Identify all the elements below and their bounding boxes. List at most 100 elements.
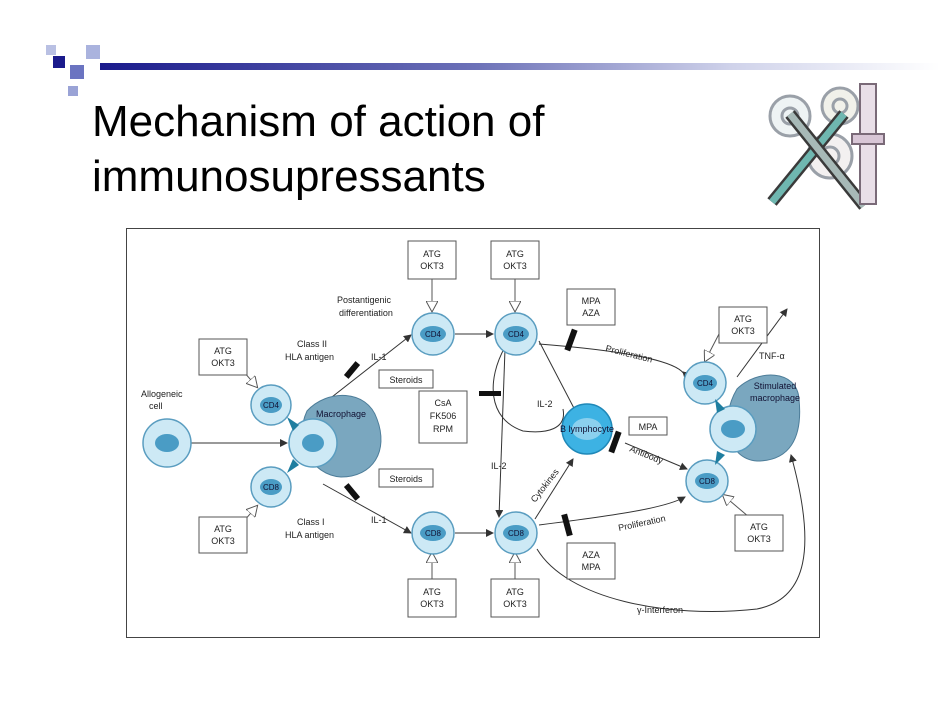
arrow-antibody: [624, 442, 688, 470]
diagram-canvas: ATG OKT3 ATG OKT3 ATG OKT3 ATG OKT3 ATG …: [141, 240, 806, 618]
drug-mpa-right: MPA: [639, 422, 658, 432]
drug-atg-6-line2: OKT3: [211, 536, 235, 546]
cd4-cell-center-1: [411, 312, 455, 356]
block-bar-mpa-top: [564, 328, 578, 352]
drug-csa-line2: FK506: [430, 411, 457, 421]
drug-mpa-aza-line1: MPA: [582, 296, 601, 306]
drug-atg-3-line2: OKT3: [420, 599, 444, 609]
label-cd4-center-2: CD4: [508, 330, 525, 339]
arrow-il2-cd8: [495, 348, 506, 518]
label-allogeneic-1: Allogeneic: [141, 389, 183, 399]
arrow-cd4-blymphocyte: [538, 340, 578, 415]
label-class1-1: Class I: [297, 517, 325, 527]
drug-box-csa: [418, 390, 468, 444]
arrow-interferon: [536, 454, 806, 612]
label-il1-bottom: IL-1: [371, 515, 387, 525]
drug-box-atg-bottom-1: [407, 578, 457, 618]
wrench-icon: [767, 110, 869, 210]
drug-box-atg-bottom-2: [490, 578, 540, 618]
drug-atg-2-line1: ATG: [506, 249, 524, 259]
label-il2-down: IL-2: [491, 461, 507, 471]
drug-atg-4-line2: OKT3: [503, 599, 527, 609]
slide-title-line-2: immunosupressants: [92, 152, 486, 201]
drug-atg-5-line2: OKT3: [211, 358, 235, 368]
drug-atg-3-line1: ATG: [423, 587, 441, 597]
macrophage: [288, 394, 382, 478]
drug-atg-5-line1: ATG: [214, 346, 232, 356]
label-macrophage: Macrophage: [316, 409, 366, 419]
class1-antigen-link: [287, 459, 299, 473]
drug-csa-line3: RPM: [433, 424, 453, 434]
logo-square-pale: [86, 45, 100, 59]
block-bar-mpa-antibody: [608, 430, 622, 454]
drug-steroids-top: Steroids: [389, 375, 423, 385]
drug-atg-2-line2: OKT3: [503, 261, 527, 271]
drug-arrow-8: [723, 495, 750, 518]
slide-title-line-1: Mechanism of action of: [92, 97, 545, 146]
label-il1-top: IL-1: [371, 352, 387, 362]
logo-square-dark: [53, 56, 65, 68]
label-proliferation-top: Proliferation: [605, 343, 654, 364]
drug-atg-1-line1: ATG: [423, 249, 441, 259]
label-cd8-center-2: CD8: [508, 529, 525, 538]
label-class1-2: HLA antigen: [285, 530, 334, 540]
block-bar-steroid-top: [343, 361, 361, 379]
drug-box-atg-top-2: [490, 240, 540, 280]
cd8-cell-left: [250, 466, 292, 508]
drug-atg-8-line2: OKT3: [747, 534, 771, 544]
logo-square-mid: [70, 65, 84, 79]
arrow-il1-cd4: [322, 334, 412, 405]
block-bar-csa: [479, 391, 501, 396]
drug-box-aza-mpa: [566, 542, 616, 580]
drug-atg-7-line1: ATG: [734, 314, 752, 324]
label-cd4-right: CD4: [697, 379, 714, 388]
slide-title: Mechanism of action of immunosupressants: [92, 94, 652, 204]
logo-square-light: [46, 45, 56, 55]
block-bar-aza-bottom: [561, 513, 573, 537]
logo-square-small: [68, 86, 78, 96]
label-cd8-right: CD8: [699, 477, 716, 486]
cd8-cell-center-1: [411, 511, 455, 555]
gear-icon: [768, 86, 860, 180]
drug-atg-6-line1: ATG: [214, 524, 232, 534]
label-cd4-center-1: CD4: [425, 330, 442, 339]
label-allogeneic-2: cell: [149, 401, 163, 411]
drug-box-atg-right-top: [718, 306, 768, 344]
pipe-icon: [851, 83, 885, 205]
title-underline-bar: [100, 63, 940, 70]
drug-atg-4-line1: ATG: [506, 587, 524, 597]
drug-box-mpa-right: [628, 416, 668, 436]
drug-box-atg-left-top: [198, 338, 248, 376]
label-cd8-center-1: CD8: [425, 529, 442, 538]
label-stimulated-2: macrophage: [750, 393, 800, 403]
label-class2-1: Class II: [297, 339, 327, 349]
cd8-cell-center-2: [494, 511, 538, 555]
stimulated-macrophage: [709, 374, 801, 462]
cd4-cell-right: [683, 361, 727, 405]
drug-box-atg-top-1: [407, 240, 457, 280]
drug-aza-mpa-line2: MPA: [582, 562, 601, 572]
arrow-il2-loop: [492, 346, 564, 433]
label-postantigenic-2: differentiation: [339, 308, 393, 318]
gears-tools-clipart: [767, 83, 885, 210]
cd4-cell-center-2: [494, 312, 538, 356]
drug-csa-line1: CsA: [434, 398, 451, 408]
drug-box-atg-right-bottom: [734, 514, 784, 552]
label-stimulated-1: Stimulated: [754, 381, 797, 391]
drug-box-atg-left-bottom: [198, 516, 248, 554]
drug-box-mpa-aza: [566, 288, 616, 326]
drug-atg-7-line2: OKT3: [731, 326, 755, 336]
drug-arrow-7: [705, 333, 720, 361]
right-cd4-link: [715, 399, 725, 413]
drug-atg-8-line1: ATG: [750, 522, 768, 532]
label-cd8-left: CD8: [263, 483, 280, 492]
allogeneic-cell: [142, 418, 192, 468]
label-postantigenic-1: Postantigenic: [337, 295, 392, 305]
drug-steroids-bottom: Steroids: [389, 474, 423, 484]
arrow-il1-cd8: [322, 483, 412, 534]
drug-box-steroids-top: [378, 369, 434, 389]
label-cd4-left: CD4: [263, 401, 280, 410]
right-cd8-link: [715, 451, 725, 465]
arrow-proliferation-cd4: [538, 343, 691, 380]
drug-atg-1-line2: OKT3: [420, 261, 444, 271]
